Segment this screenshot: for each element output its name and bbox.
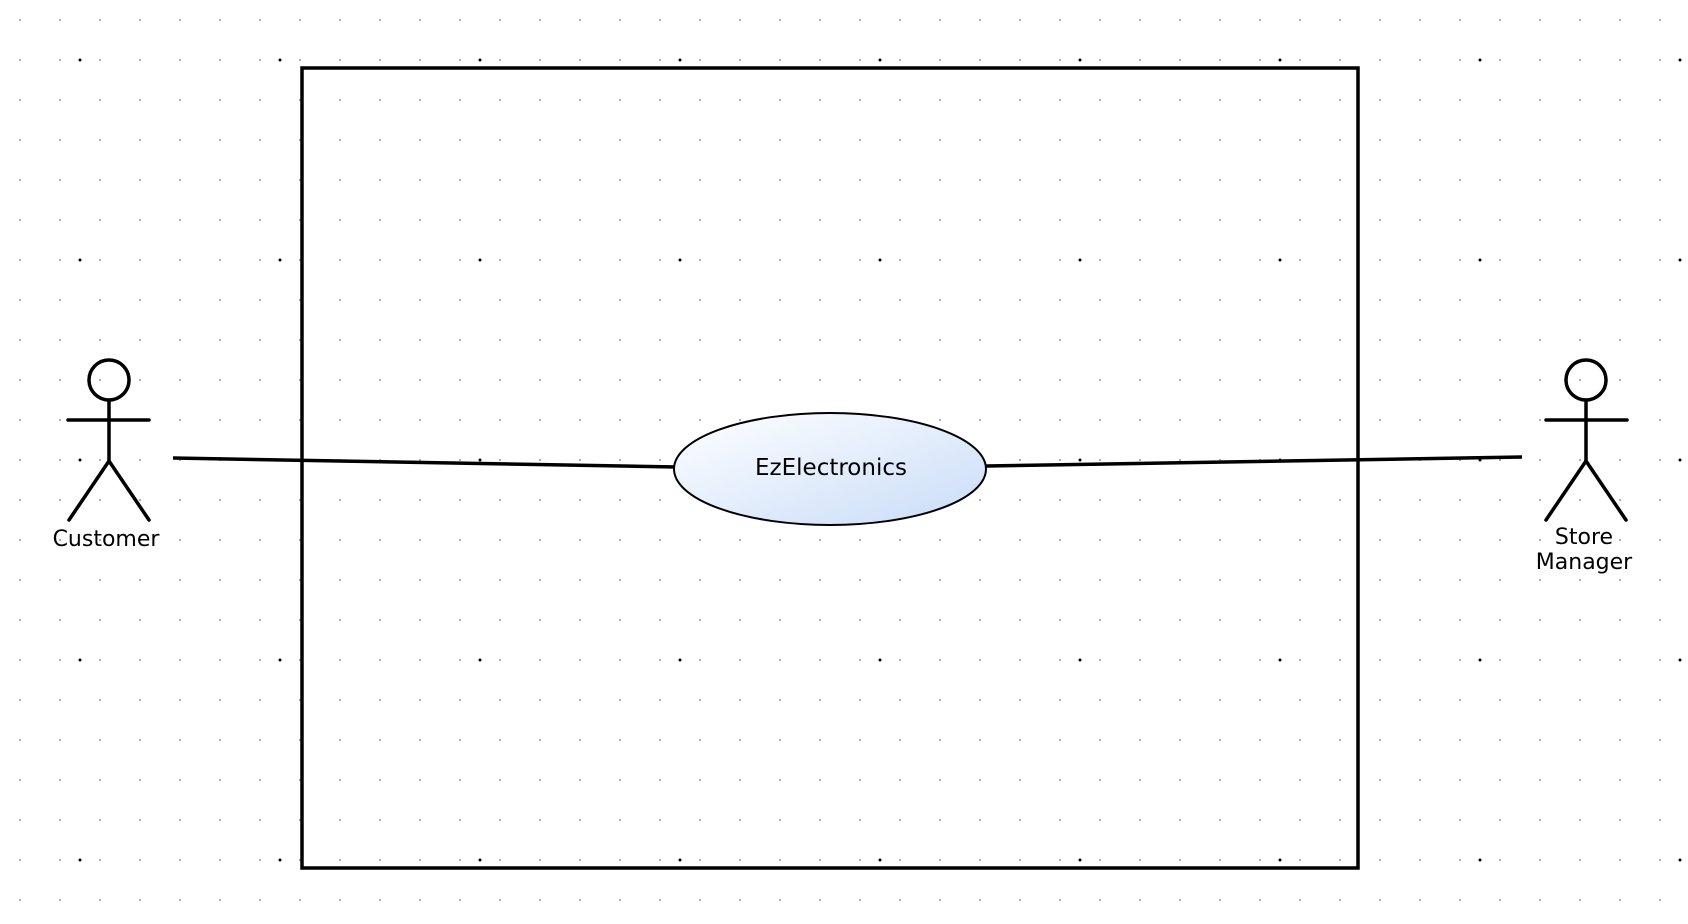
- association-store-manager[interactable]: [985, 455, 1523, 468]
- actor-customer-leg-right: [107, 459, 151, 522]
- system-boundary[interactable]: [300, 66, 1360, 870]
- actor-customer-leg-left: [67, 459, 111, 522]
- actor-store-manager-label: Store Manager: [1518, 525, 1650, 575]
- actor-store-manager-label-line-2: Manager: [1535, 550, 1633, 575]
- association-customer[interactable]: [172, 456, 677, 469]
- use-case-ezelectronics[interactable]: [673, 412, 987, 526]
- actor-customer[interactable]: [66, 358, 151, 522]
- actor-store-manager[interactable]: [1544, 358, 1629, 522]
- use-case-label: EzElectronics: [755, 455, 907, 481]
- actor-store-manager-label-line-1: Store: [1554, 525, 1614, 550]
- actor-store-manager-leg-left: [1544, 459, 1588, 522]
- actor-customer-head: [87, 358, 131, 402]
- actor-customer-label: Customer: [52, 527, 160, 552]
- actor-store-manager-head: [1564, 358, 1608, 402]
- actor-store-manager-leg-right: [1584, 459, 1628, 522]
